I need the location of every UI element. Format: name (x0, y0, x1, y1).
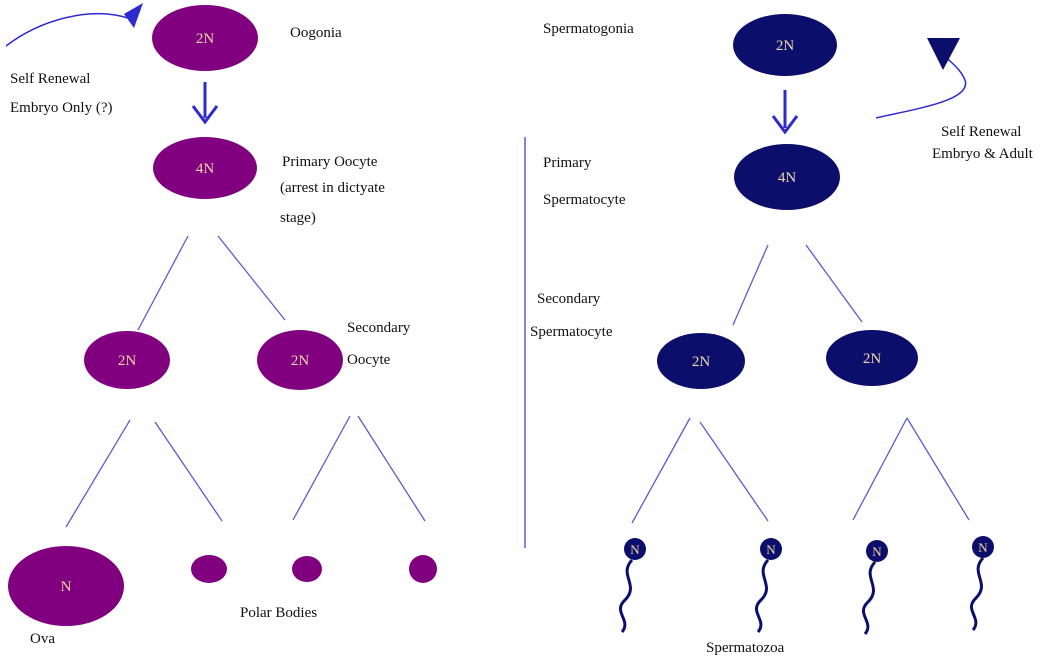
polar-bodies-label: Polar Bodies (240, 605, 317, 621)
spermatozoon-2: N (754, 538, 782, 633)
spermatozoon-1-ploidy: N (630, 542, 640, 557)
spermatozoon-3-tail (861, 560, 877, 635)
male-self-renewal-arrow (875, 55, 967, 119)
spermatozoon-2-head (760, 538, 782, 560)
spermatozoon-3-head (866, 540, 888, 562)
polar-body-3 (409, 555, 437, 583)
primary-spermatocyte-ploidy: 4N (778, 170, 797, 186)
oogonia-ploidy: 2N (196, 31, 215, 47)
primary-oocyte-label-line3: stage) (280, 210, 316, 226)
secondary-left-branch-left (65, 419, 131, 528)
ova-ploidy: N (61, 579, 72, 595)
secondary-spermatocyte-label-line1: Secondary (537, 291, 601, 307)
spermatogonia-to-primary-arrowhead-icon (771, 115, 799, 135)
primary-spermatocyte-cell (734, 144, 840, 210)
oogonia-label: Oogonia (290, 25, 342, 41)
spermatozoa-label: Spermatozoa (706, 640, 785, 656)
sec-sperm-right-branch-right (906, 417, 970, 521)
primary-spermatocyte-label-line2: Spermatocyte (543, 192, 626, 208)
secondary-spermatocyte-label-line2: Spermatocyte (530, 324, 613, 340)
primary-oocyte-label-line1: Primary Oocyte (282, 154, 378, 170)
oogonia-to-primary-arrowhead-icon (191, 105, 219, 125)
female-self-renewal-arrow (5, 12, 129, 47)
female-self-renewal-line1: Self Renewal (10, 71, 90, 87)
secondary-right-branch-right (357, 415, 426, 522)
spermatogonia-label: Spermatogonia (543, 21, 634, 37)
sec-sperm-right-branch-left (852, 417, 908, 521)
female-self-renewal-line2: Embryo Only (?) (10, 100, 112, 116)
spermatozoon-4-ploidy: N (978, 540, 988, 555)
female-self-renewal-arrowhead-icon (124, 3, 143, 28)
ova-label: Ova (30, 631, 55, 647)
spermatozoon-3-ploidy: N (872, 544, 882, 559)
secondary-oocyte-label-line1: Secondary (347, 320, 411, 336)
primary-oocyte-cell (153, 137, 257, 199)
secondary-oocyte-label-line2: Oocyte (347, 352, 391, 368)
spermatozoon-1-head (624, 538, 646, 560)
male-self-renewal-line1: Self Renewal (941, 124, 1021, 140)
secondary-spermatocyte-right-ploidy: 2N (863, 351, 882, 367)
spermatozoon-2-ploidy: N (766, 542, 776, 557)
secondary-spermatocyte-left-ploidy: 2N (692, 354, 711, 370)
spermatozoon-3: N (861, 540, 888, 635)
spermatogonia-ploidy: 2N (776, 38, 795, 54)
spermatozoon-4-head (972, 536, 994, 558)
polar-body-2 (292, 556, 322, 582)
spermatogonia-cell (733, 14, 837, 76)
primary-oocyte-branch-left (137, 235, 189, 331)
ova-cell (8, 546, 124, 626)
secondary-left-branch-right (154, 421, 223, 522)
male-self-renewal-arrowhead-icon (927, 38, 960, 70)
spermatozoon-2-tail (754, 558, 770, 633)
secondary-oocyte-left-cell (84, 331, 170, 389)
male-self-renewal-line2: Embryo & Adult (932, 146, 1034, 162)
primary-oocyte-ploidy: 4N (196, 161, 215, 177)
secondary-oocyte-right-cell (257, 330, 343, 390)
spermatozoon-4: N (969, 536, 994, 631)
secondary-right-branch-left (292, 415, 351, 521)
primary-oocyte-branch-right (217, 235, 286, 321)
secondary-oocyte-right-ploidy: 2N (291, 353, 310, 369)
spermatozoon-1: N (618, 538, 646, 633)
primary-spermatocyte-branch-left (732, 244, 769, 326)
secondary-oocyte-left-ploidy: 2N (118, 353, 137, 369)
sec-sperm-left-branch-right (699, 421, 769, 522)
secondary-spermatocyte-left-cell (657, 333, 745, 389)
secondary-spermatocyte-right-cell (826, 330, 918, 386)
primary-spermatocyte-branch-right (805, 244, 863, 323)
primary-spermatocyte-label-line1: Primary (543, 155, 592, 171)
spermatozoon-4-tail (969, 556, 985, 631)
sec-sperm-left-branch-left (631, 417, 691, 524)
polar-body-1 (191, 555, 227, 583)
primary-oocyte-label-line2: (arrest in dictyate (280, 180, 385, 196)
oogonia-cell (152, 5, 258, 71)
spermatozoon-1-tail (618, 558, 634, 633)
